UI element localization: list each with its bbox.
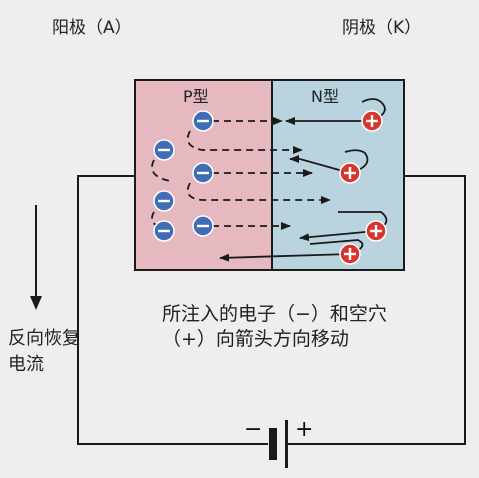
hole-path [299, 230, 377, 242]
hole [339, 243, 361, 265]
hole [361, 110, 383, 132]
p-region-label: P型 [183, 87, 209, 106]
hole-path [219, 253, 351, 262]
cathode-label: 阴极（K） [342, 18, 422, 38]
electron-path [186, 130, 303, 154]
electron [153, 190, 175, 212]
electron [153, 220, 175, 242]
electron-path [186, 182, 331, 204]
hole-path [289, 155, 351, 174]
circuit-wire [77, 175, 466, 445]
electron [192, 162, 214, 184]
battery-plus-sign: + [295, 417, 313, 442]
hole [365, 220, 387, 242]
hole-path [344, 149, 369, 174]
electron-paths [151, 117, 331, 231]
n-region-label: N型 [311, 87, 339, 106]
electron [192, 215, 214, 237]
anode-label: 阳极（A） [52, 18, 132, 38]
battery-symbol [269, 420, 288, 468]
reverse-current-arrow [30, 205, 42, 310]
electron [192, 110, 214, 132]
hole [339, 162, 361, 184]
description-text: 所注入的电子（−）和空穴（+）向箭头方向移动 [162, 303, 387, 350]
reverse-current-label: 反向恢复电流 [8, 328, 80, 375]
holes [339, 110, 387, 265]
battery-minus-sign: − [244, 417, 262, 442]
electron-path [151, 159, 171, 182]
electrons [153, 110, 214, 242]
electron [153, 139, 175, 161]
